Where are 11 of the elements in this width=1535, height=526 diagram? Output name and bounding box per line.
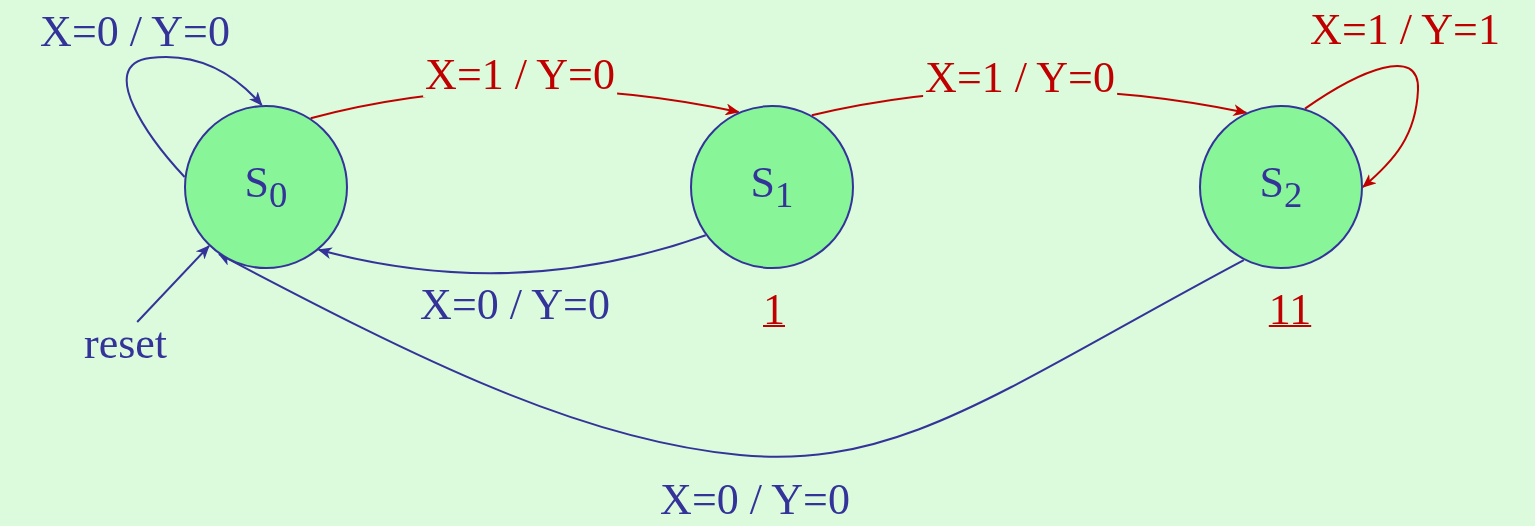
transition-arrow — [136, 245, 210, 323]
input-label: reset — [84, 322, 168, 366]
state-name: S$_{2}$ — [1259, 160, 1303, 214]
output-value: 11 — [1268, 288, 1312, 332]
transition-arrow — [218, 253, 1245, 458]
transition-arrow — [125, 56, 263, 178]
transition-arrow — [317, 234, 707, 275]
state-name: S$_{0}$ — [244, 160, 288, 214]
state-name: S$_{1}$ — [750, 160, 794, 214]
transition-arrow — [1304, 65, 1419, 188]
output-value: 1 — [763, 288, 785, 332]
